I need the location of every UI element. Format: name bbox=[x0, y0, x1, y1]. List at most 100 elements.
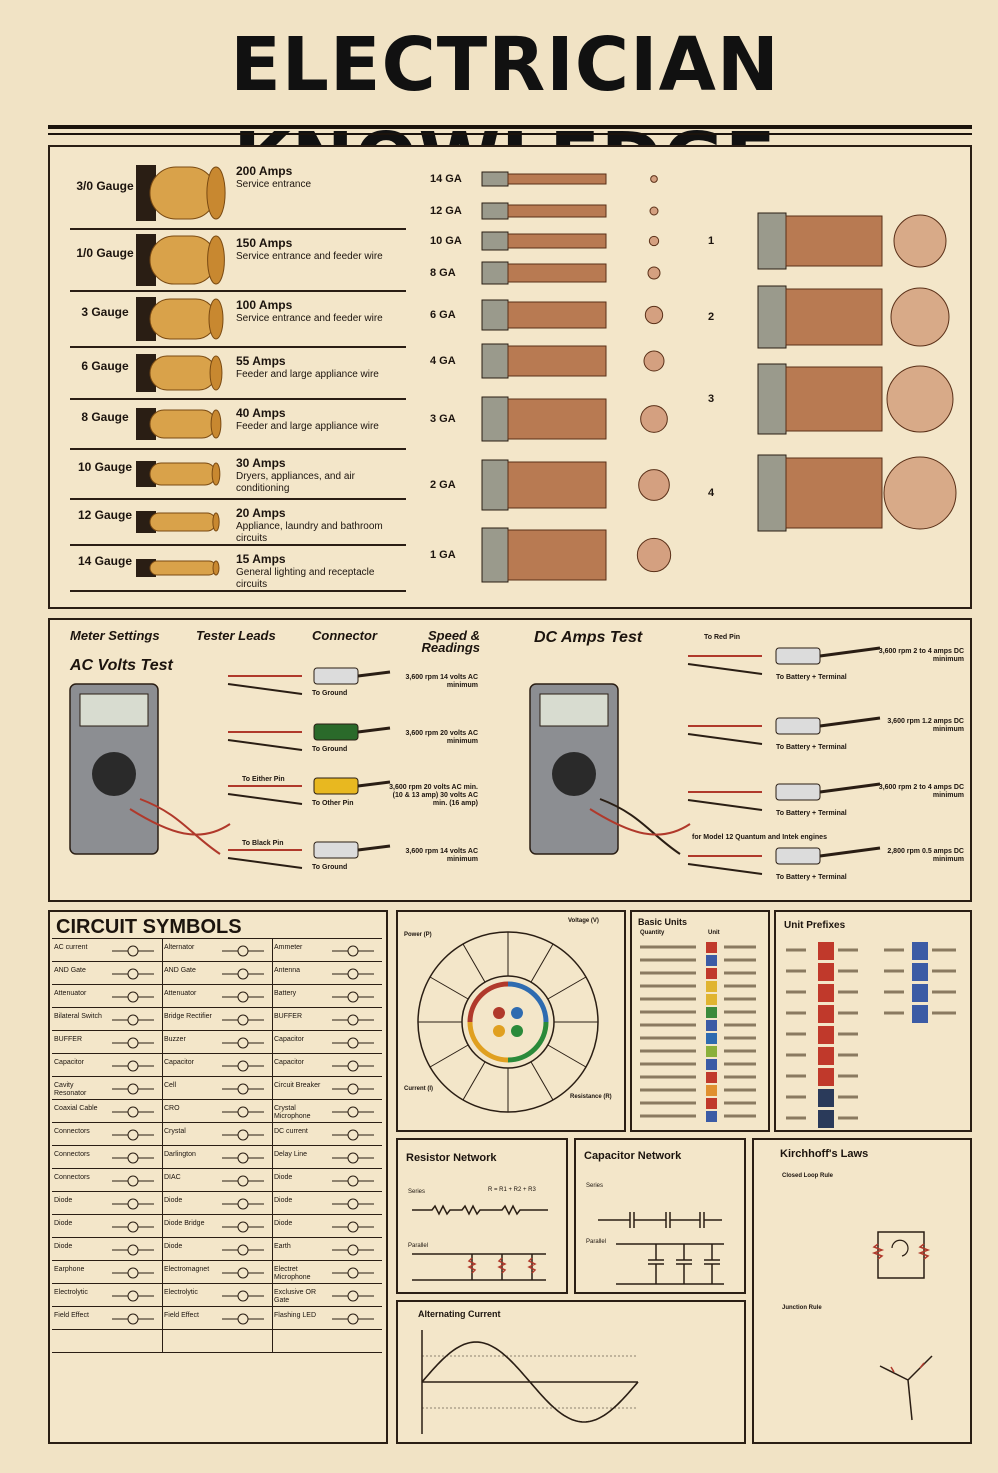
basic-unit-color bbox=[706, 1098, 717, 1109]
ga-cross-section bbox=[644, 305, 664, 325]
circuit-symbol-label: Cavity Resonator bbox=[54, 1082, 87, 1097]
symbol-element bbox=[127, 1267, 139, 1279]
circuit-symbol-glyph bbox=[222, 1152, 264, 1164]
meter-header-connector: Connector bbox=[312, 628, 377, 643]
big-wire-cross-section bbox=[893, 214, 947, 268]
capacitor-series-label: Series bbox=[586, 1183, 604, 1189]
gauge-use: Feeder and large appliance wire bbox=[236, 421, 379, 432]
symbol-grid-line bbox=[52, 961, 382, 962]
resistor-network-diagram bbox=[412, 1204, 548, 1281]
ga-conductor bbox=[507, 461, 607, 509]
ga-insulation bbox=[481, 202, 509, 220]
ga-conductor bbox=[507, 204, 607, 218]
meter-header-settings: Meter Settings bbox=[70, 628, 160, 643]
symbol-element bbox=[127, 1198, 139, 1210]
ohms-law-wheel-panel: Power (P) Voltage (V) Current (I) Resist… bbox=[396, 910, 626, 1132]
circuit-symbol-label: Diode bbox=[164, 1197, 183, 1204]
ac-reading: 3,600 rpm 20 volts AC min. (10 & 13 amp)… bbox=[389, 784, 478, 807]
circuit-symbol-label: Earphone bbox=[54, 1266, 85, 1273]
circuit-symbol-glyph bbox=[332, 1244, 374, 1256]
circuit-symbol-label: Battery bbox=[274, 990, 297, 997]
multimeter-lead bbox=[599, 798, 681, 855]
ga-cross-section bbox=[650, 175, 658, 183]
wire-jacket bbox=[136, 297, 156, 341]
ac-lead-black bbox=[227, 683, 303, 695]
big-wire-cross-section bbox=[890, 287, 950, 347]
wheel-spoke bbox=[547, 1044, 587, 1068]
basic-unit-color bbox=[706, 1046, 717, 1057]
circuit-symbol-glyph bbox=[112, 1037, 154, 1049]
wheel-spoke bbox=[462, 1061, 486, 1101]
big-wire-conductor bbox=[785, 215, 883, 267]
dc-ground-label: To Battery + Terminal bbox=[776, 810, 847, 817]
symbol-element bbox=[237, 1083, 249, 1095]
symbol-element bbox=[237, 1152, 249, 1164]
circuit-symbol-glyph bbox=[332, 945, 374, 957]
symbol-element bbox=[127, 1060, 139, 1072]
big-wire-conductor bbox=[785, 366, 883, 432]
capacitor-network-title: Capacitor Network bbox=[584, 1150, 682, 1162]
wire-end bbox=[212, 512, 220, 532]
symbol-element bbox=[347, 1106, 359, 1118]
gauge-amps: 15 Amps bbox=[236, 552, 286, 566]
circuit-symbol-label: Connectors bbox=[54, 1151, 90, 1158]
circuit-symbol-label: Attenuator bbox=[164, 990, 197, 997]
circuit-symbol-glyph bbox=[112, 1106, 154, 1118]
circuit-symbol-label: Darlington bbox=[164, 1151, 196, 1158]
big-wire-cross-section bbox=[886, 365, 954, 433]
symbol-grid-line bbox=[52, 1191, 382, 1192]
basic-unit-color bbox=[706, 968, 717, 979]
ohms-law-wheel bbox=[417, 931, 599, 1113]
symbol-element bbox=[347, 1060, 359, 1072]
unit-prefixes-title: Unit Prefixes bbox=[784, 920, 846, 931]
wire-end bbox=[209, 355, 223, 391]
circuit-symbol-glyph bbox=[332, 1037, 374, 1049]
dc-reading: 3,600 rpm 2 to 4 amps DC minimum bbox=[878, 648, 964, 663]
basic-units-table bbox=[640, 942, 756, 1122]
circuit-symbol-glyph bbox=[112, 1152, 154, 1164]
capacitor-parallel-label: Parallel bbox=[586, 1239, 607, 1245]
dc-connector-wire bbox=[819, 846, 881, 858]
circuit-symbol-glyph bbox=[222, 1037, 264, 1049]
symbol-grid-line bbox=[52, 1030, 382, 1031]
circuit-symbol-label: Diode bbox=[54, 1220, 73, 1227]
symbol-element bbox=[127, 1244, 139, 1256]
circuit-symbol-glyph bbox=[222, 1221, 264, 1233]
wheel-center-dot bbox=[511, 1025, 523, 1037]
gauge-use: Service entrance and feeder wire bbox=[236, 313, 383, 324]
gauge-amps: 100 Amps bbox=[236, 298, 293, 312]
prefix-color bbox=[818, 963, 834, 981]
circuit-symbol-glyph bbox=[112, 1014, 154, 1026]
basic-unit-color bbox=[706, 981, 717, 992]
ga-cross-section bbox=[638, 469, 670, 501]
basic-unit-color bbox=[706, 1059, 717, 1070]
circuit-symbol-label: Diode Bridge bbox=[164, 1220, 205, 1227]
wheel-label-power: Power (P) bbox=[404, 932, 432, 938]
ac-ground-label: To Ground bbox=[312, 746, 348, 753]
wheel-quadrant-arc bbox=[507, 1021, 549, 1063]
symbol-element bbox=[127, 1152, 139, 1164]
circuit-symbol-label: Buzzer bbox=[164, 1036, 186, 1043]
circuit-symbol-label: BUFFER bbox=[274, 1013, 302, 1020]
ac-ground-label: To Ground bbox=[312, 690, 348, 697]
ga-conductor bbox=[507, 529, 607, 581]
wire-end bbox=[210, 409, 222, 439]
ga-cross-section bbox=[647, 266, 661, 280]
big-wire-label: 2 bbox=[708, 311, 715, 323]
alternating-current-title: Alternating Current bbox=[418, 1309, 501, 1319]
ac-pin-label: To Black Pin bbox=[242, 840, 284, 847]
basic-units-col-quantity: Quantity bbox=[640, 930, 665, 936]
big-wire-conductor bbox=[785, 457, 883, 529]
ga-conductor bbox=[507, 173, 607, 185]
ga-label: 1 GA bbox=[430, 549, 456, 561]
big-wire-cross-section bbox=[883, 456, 957, 530]
meter-header-speed: Speed & Readings bbox=[421, 628, 480, 655]
ga-conductor bbox=[507, 233, 607, 249]
symbol-element bbox=[237, 968, 249, 980]
gauge-label: 8 Gauge bbox=[81, 410, 129, 424]
wire-end bbox=[206, 166, 226, 220]
basic-units-panel: Basic Units Quantity Unit bbox=[630, 910, 770, 1132]
symbol-element bbox=[237, 945, 249, 957]
gauge-amps: 20 Amps bbox=[236, 506, 286, 520]
symbol-grid-line bbox=[52, 1099, 382, 1100]
